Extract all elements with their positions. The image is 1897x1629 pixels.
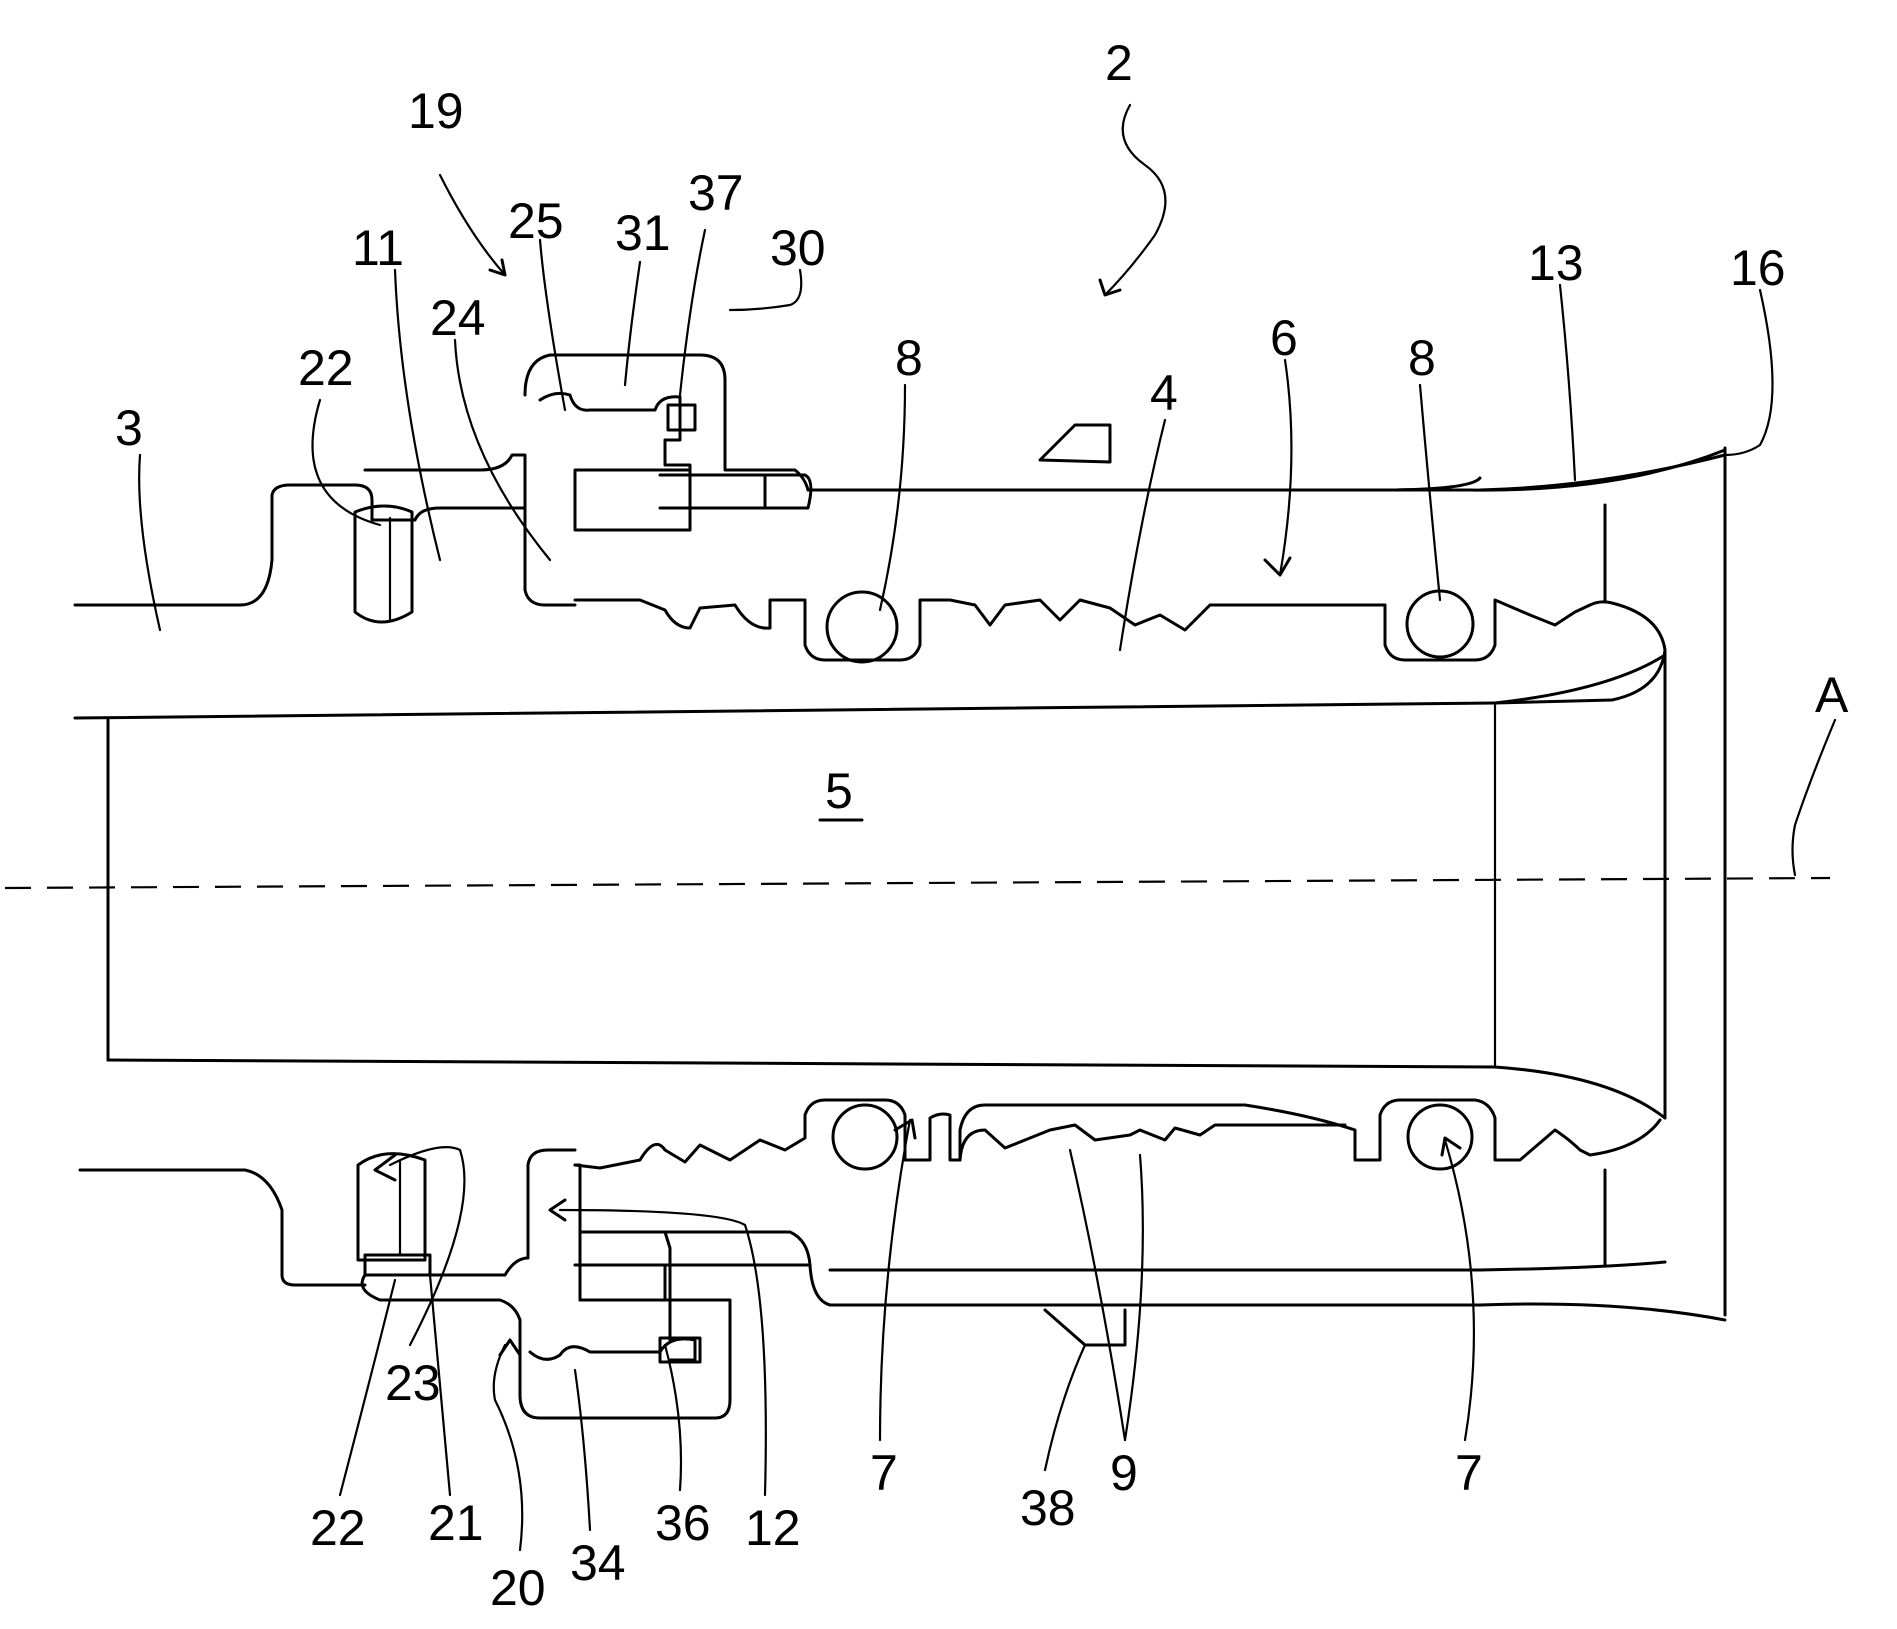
marker-lower <box>1045 1310 1125 1345</box>
label-2: 2 <box>1105 35 1133 91</box>
leader-34 <box>575 1370 590 1530</box>
label-3: 3 <box>115 400 143 456</box>
coupling-step-lower <box>580 1232 670 1340</box>
coupling-body-upper <box>575 470 690 530</box>
coupling-step-upper-b <box>690 475 811 508</box>
cap-lower <box>530 1339 695 1360</box>
label-31: 31 <box>615 205 671 261</box>
label-5: 5 <box>825 763 853 819</box>
leader-19 <box>440 175 505 275</box>
leader-16 <box>1725 290 1773 455</box>
label-25: 25 <box>508 193 564 249</box>
label-24: 24 <box>430 290 486 346</box>
leader-13 <box>1560 285 1575 480</box>
label-21: 21 <box>428 1495 484 1551</box>
label-13: 13 <box>1528 235 1584 291</box>
leader-20 <box>494 1345 522 1550</box>
flange-upper <box>372 508 575 605</box>
sleeve-lower-inner <box>830 1262 1665 1270</box>
label-34: 34 <box>570 1535 626 1591</box>
sleeve-upper <box>808 450 1725 490</box>
label-11: 11 <box>352 220 404 276</box>
pipe-lower-contour <box>80 1170 365 1285</box>
leader-30 <box>730 270 801 310</box>
axis-line <box>5 878 1830 888</box>
leader-8-right <box>1420 385 1440 600</box>
label-9: 9 <box>1110 1445 1138 1501</box>
leader-31 <box>625 262 640 385</box>
housing-upper <box>365 455 525 510</box>
label-19: 19 <box>408 83 464 139</box>
tube-lower-profile <box>575 1100 1660 1168</box>
leader-9b <box>1125 1155 1143 1440</box>
clip-lower-foot <box>365 1255 430 1275</box>
marker-upper <box>1040 425 1110 462</box>
label-22-bottom: 22 <box>310 1500 366 1556</box>
bore-lower-line <box>108 1060 1495 1067</box>
label-4: 4 <box>1150 365 1178 421</box>
leader-38 <box>1045 1345 1085 1470</box>
oring-7-right <box>1408 1105 1472 1169</box>
leader-6 <box>1280 360 1291 575</box>
arrow-6 <box>1265 558 1290 575</box>
coupling-step-upper <box>660 475 765 508</box>
label-A: A <box>1815 667 1849 723</box>
coupling-step-lower-b <box>665 1232 810 1265</box>
label-20: 20 <box>490 1560 546 1616</box>
arrow-7-right <box>1442 1138 1460 1155</box>
oring-8-left <box>827 592 897 662</box>
tube-lower-inner-profile <box>960 1125 1345 1160</box>
clip-lower <box>358 1154 425 1260</box>
label-37: 37 <box>688 165 744 221</box>
label-16: 16 <box>1730 240 1786 296</box>
bore-upper-flare <box>1495 655 1665 703</box>
leader-7-right <box>1445 1140 1474 1440</box>
label-22-top: 22 <box>298 340 354 396</box>
sleeve-lower <box>810 1265 1725 1320</box>
oring-7-left <box>833 1105 897 1169</box>
label-12: 12 <box>745 1500 801 1556</box>
bore-lower-flare <box>1495 1067 1665 1118</box>
leader-7-left <box>880 1120 910 1440</box>
leader-8-left <box>880 385 905 610</box>
label-23: 23 <box>385 1355 441 1411</box>
label-38: 38 <box>1020 1480 1076 1536</box>
label-36: 36 <box>655 1495 711 1551</box>
leader-25 <box>540 240 565 410</box>
sleeve-upper-flare <box>1480 455 1725 490</box>
leader-A <box>1793 720 1836 875</box>
label-6: 6 <box>1270 310 1298 366</box>
label-30: 30 <box>770 220 826 276</box>
leader-9a <box>1070 1150 1125 1440</box>
label-7-left: 7 <box>870 1445 898 1501</box>
pipe-upper-contour <box>75 485 372 605</box>
leader-23 <box>390 1147 464 1345</box>
label-7-right: 7 <box>1455 1445 1483 1501</box>
leader-24 <box>455 340 550 560</box>
label-8-left: 8 <box>895 330 923 386</box>
leader-37 <box>680 230 705 395</box>
leader-2 <box>1105 105 1165 295</box>
label-8-right: 8 <box>1408 330 1436 386</box>
clip-upper <box>355 506 412 622</box>
bore-upper-line <box>75 703 1495 718</box>
arrow-23 <box>375 1155 395 1180</box>
